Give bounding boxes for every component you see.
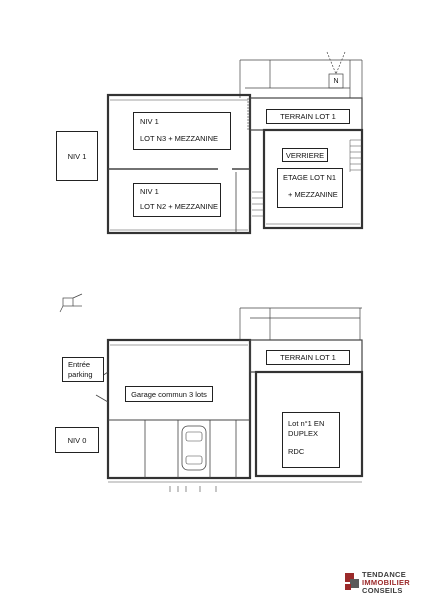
north-marker: N	[330, 75, 342, 87]
logo-square-icon	[345, 584, 351, 590]
upper-level-box: NIV 1	[56, 131, 98, 181]
lot3-room-box: NIV 1 LOT N3 + MEZZANINE	[133, 112, 231, 150]
verriere-label: VERRIERE	[285, 150, 325, 160]
garage-label: Garage commun 3 lots	[131, 389, 207, 399]
upper-terrain-box: TERRAIN LOT 1	[266, 109, 350, 124]
upper-level-label: NIV 1	[67, 151, 87, 161]
garage-box: Garage commun 3 lots	[125, 386, 213, 402]
lot1-duplex-line1: Lot n°1 EN	[288, 419, 325, 428]
logo-word-2: IMMOBILIER	[362, 578, 410, 587]
lower-level-box: NIV 0	[55, 427, 99, 453]
lot1-duplex-line2: DUPLEX	[288, 429, 319, 438]
lower-terrain-box: TERRAIN LOT 1	[266, 350, 350, 365]
entry-line2: parking	[68, 370, 93, 379]
lower-terrain-label: TERRAIN LOT 1	[280, 353, 336, 362]
lower-level-label: NIV 0	[67, 435, 87, 445]
lot3-level: NIV 1	[140, 117, 159, 126]
logo-word-1: TENDANCE	[362, 570, 407, 579]
lot3-label: LOT N3 + MEZZANINE	[140, 134, 219, 143]
north-label: N	[333, 77, 339, 85]
lot1-duplex-box: Lot n°1 EN DUPLEX RDC	[282, 412, 340, 468]
lot1-upper-line1: ETAGE LOT N1	[283, 173, 337, 182]
lot1-upper-line2: + MEZZANINE	[288, 190, 338, 199]
agency-logo: TENDANCE IMMOBILIER CONSEILS	[345, 571, 421, 595]
lot1-upper-box: ETAGE LOT N1 + MEZZANINE	[277, 168, 343, 208]
lot1-duplex-line3: RDC	[288, 447, 305, 456]
logo-square-icon	[345, 573, 354, 582]
lot2-label: LOT N2 + MEZZANINE	[140, 202, 219, 211]
logo-word-3: CONSEILS	[362, 586, 403, 595]
entry-line1: Entrée	[68, 360, 91, 369]
upper-terrain-label: TERRAIN LOT 1	[280, 112, 336, 121]
lot2-room-box: NIV 1 LOT N2 + MEZZANINE	[133, 183, 221, 217]
entry-parking-box: Entrée parking	[62, 357, 104, 382]
logo-square-icon	[350, 579, 359, 588]
lot2-level: NIV 1	[140, 187, 159, 196]
verriere-box: VERRIERE	[282, 148, 328, 162]
